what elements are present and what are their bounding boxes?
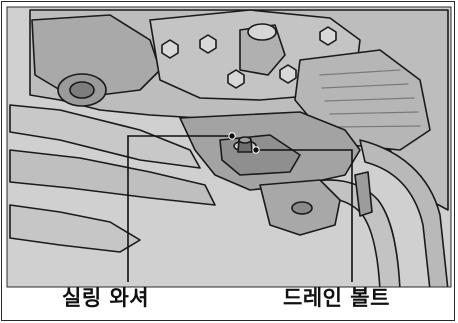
sealing-washer-leader [127,135,230,282]
sealing-washer-label: 실링 와셔 [62,286,150,310]
housing-bolts [161,26,377,144]
sealing-washer-pointer-dot [228,132,236,140]
frame-pipe-bottom [9,204,141,253]
right-pin [354,171,373,217]
frame-pipe-lower [9,149,216,206]
drain-bolt-leader [258,149,353,282]
right-curved-pipe-b [359,139,449,287]
frame-pipe-upper [9,104,201,169]
left-housing [31,14,161,96]
drain-bolt-label: 드레인 볼트 [283,286,390,310]
drain-bolt-pointer-dot [252,146,260,154]
